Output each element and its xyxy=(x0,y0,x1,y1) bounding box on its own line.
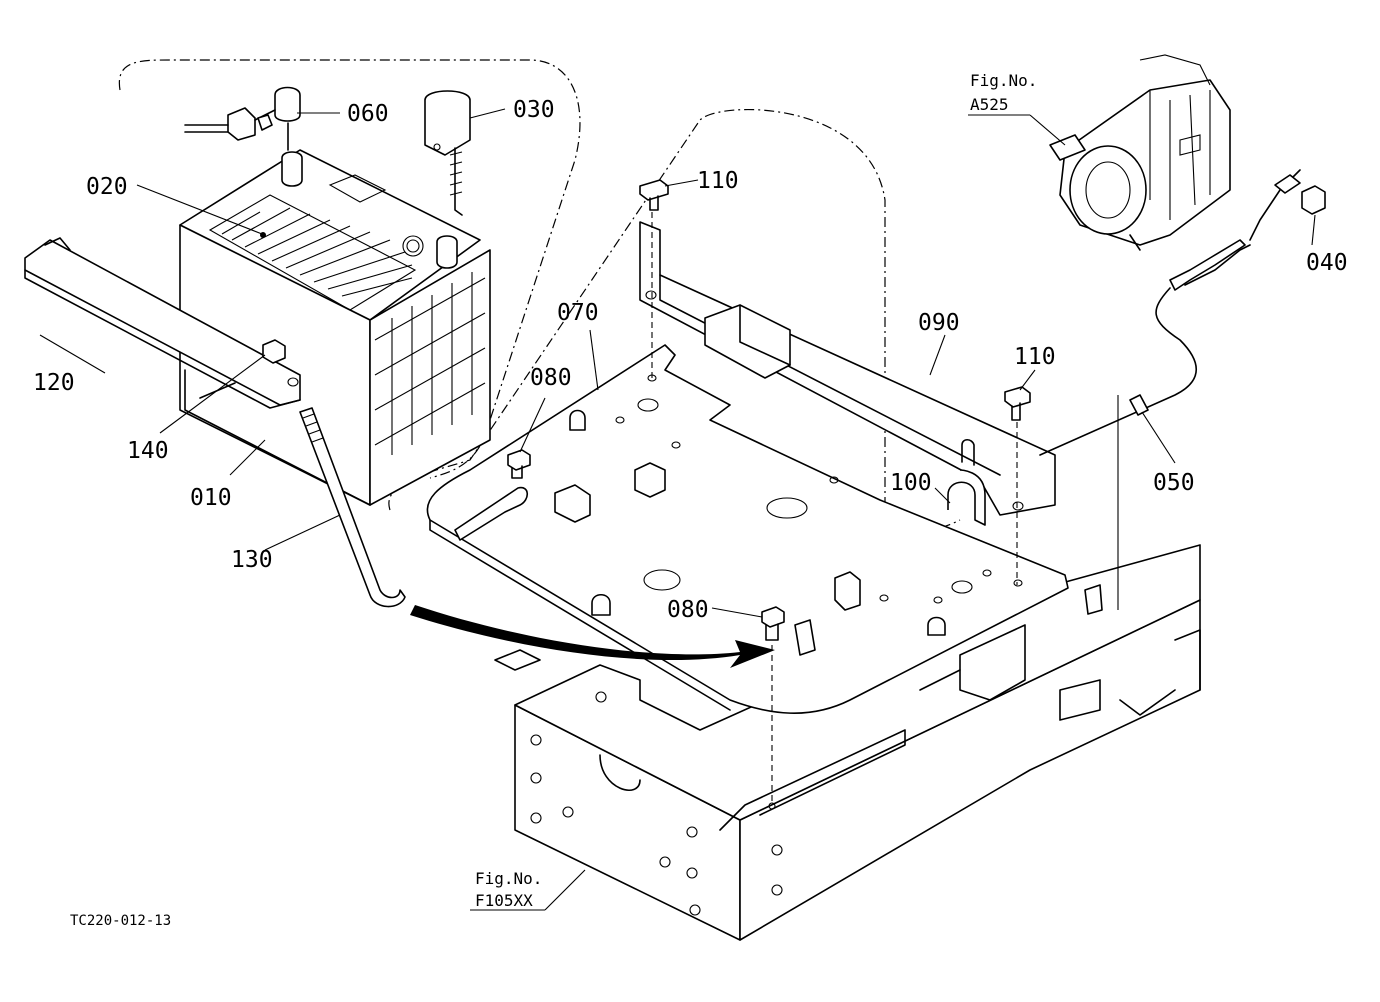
label-110-top: 110 xyxy=(697,168,739,194)
label-040: 040 xyxy=(1306,250,1348,276)
cable-clamp-100 xyxy=(947,438,986,526)
battery xyxy=(179,149,491,506)
nut-040 xyxy=(1301,185,1326,215)
label-090: 090 xyxy=(918,310,960,336)
starter-fig-label: Fig.No. xyxy=(970,71,1037,90)
label-070: 070 xyxy=(557,300,599,326)
nut-140 xyxy=(262,339,286,364)
mount-tab xyxy=(794,619,816,656)
bolt-110-top xyxy=(639,179,669,380)
starter-fig-number: A525 xyxy=(970,95,1009,114)
mount-tab-2 xyxy=(1084,584,1103,615)
label-130: 130 xyxy=(231,547,273,573)
bracket-090 xyxy=(639,221,1056,516)
bolt-110-right xyxy=(1004,386,1031,585)
label-060: 060 xyxy=(347,101,389,127)
hold-down-bar-120 xyxy=(24,237,301,409)
frame-fig-number: F105XX xyxy=(475,891,533,910)
label-050: 050 xyxy=(1153,470,1195,496)
frame-holes xyxy=(530,691,783,916)
label-020: 020 xyxy=(86,174,128,200)
label-010: 010 xyxy=(190,485,232,511)
label-140: 140 xyxy=(127,438,169,464)
label-080-front: 080 xyxy=(667,597,709,623)
bolt-080-left xyxy=(507,449,531,479)
starter-motor xyxy=(1049,54,1231,251)
starter-cable-050 xyxy=(1039,169,1301,456)
leader-lines xyxy=(39,108,1316,911)
terminal-cover-030 xyxy=(424,90,471,216)
negative-cable-060 xyxy=(184,86,301,151)
drawing-code: TC220-012-13 xyxy=(70,913,171,929)
label-080-left: 080 xyxy=(530,365,572,391)
base-plate xyxy=(426,344,1069,714)
label-030: 030 xyxy=(513,97,555,123)
label-100: 100 xyxy=(890,470,932,496)
frame-fig-label: Fig.No. xyxy=(475,869,542,888)
label-110-right: 110 xyxy=(1014,344,1056,370)
hook-rod-130 xyxy=(299,407,406,608)
label-120: 120 xyxy=(33,370,75,396)
bolt-080-front xyxy=(761,606,785,805)
assembly-arrow xyxy=(410,605,775,668)
ground-lug xyxy=(454,486,529,541)
